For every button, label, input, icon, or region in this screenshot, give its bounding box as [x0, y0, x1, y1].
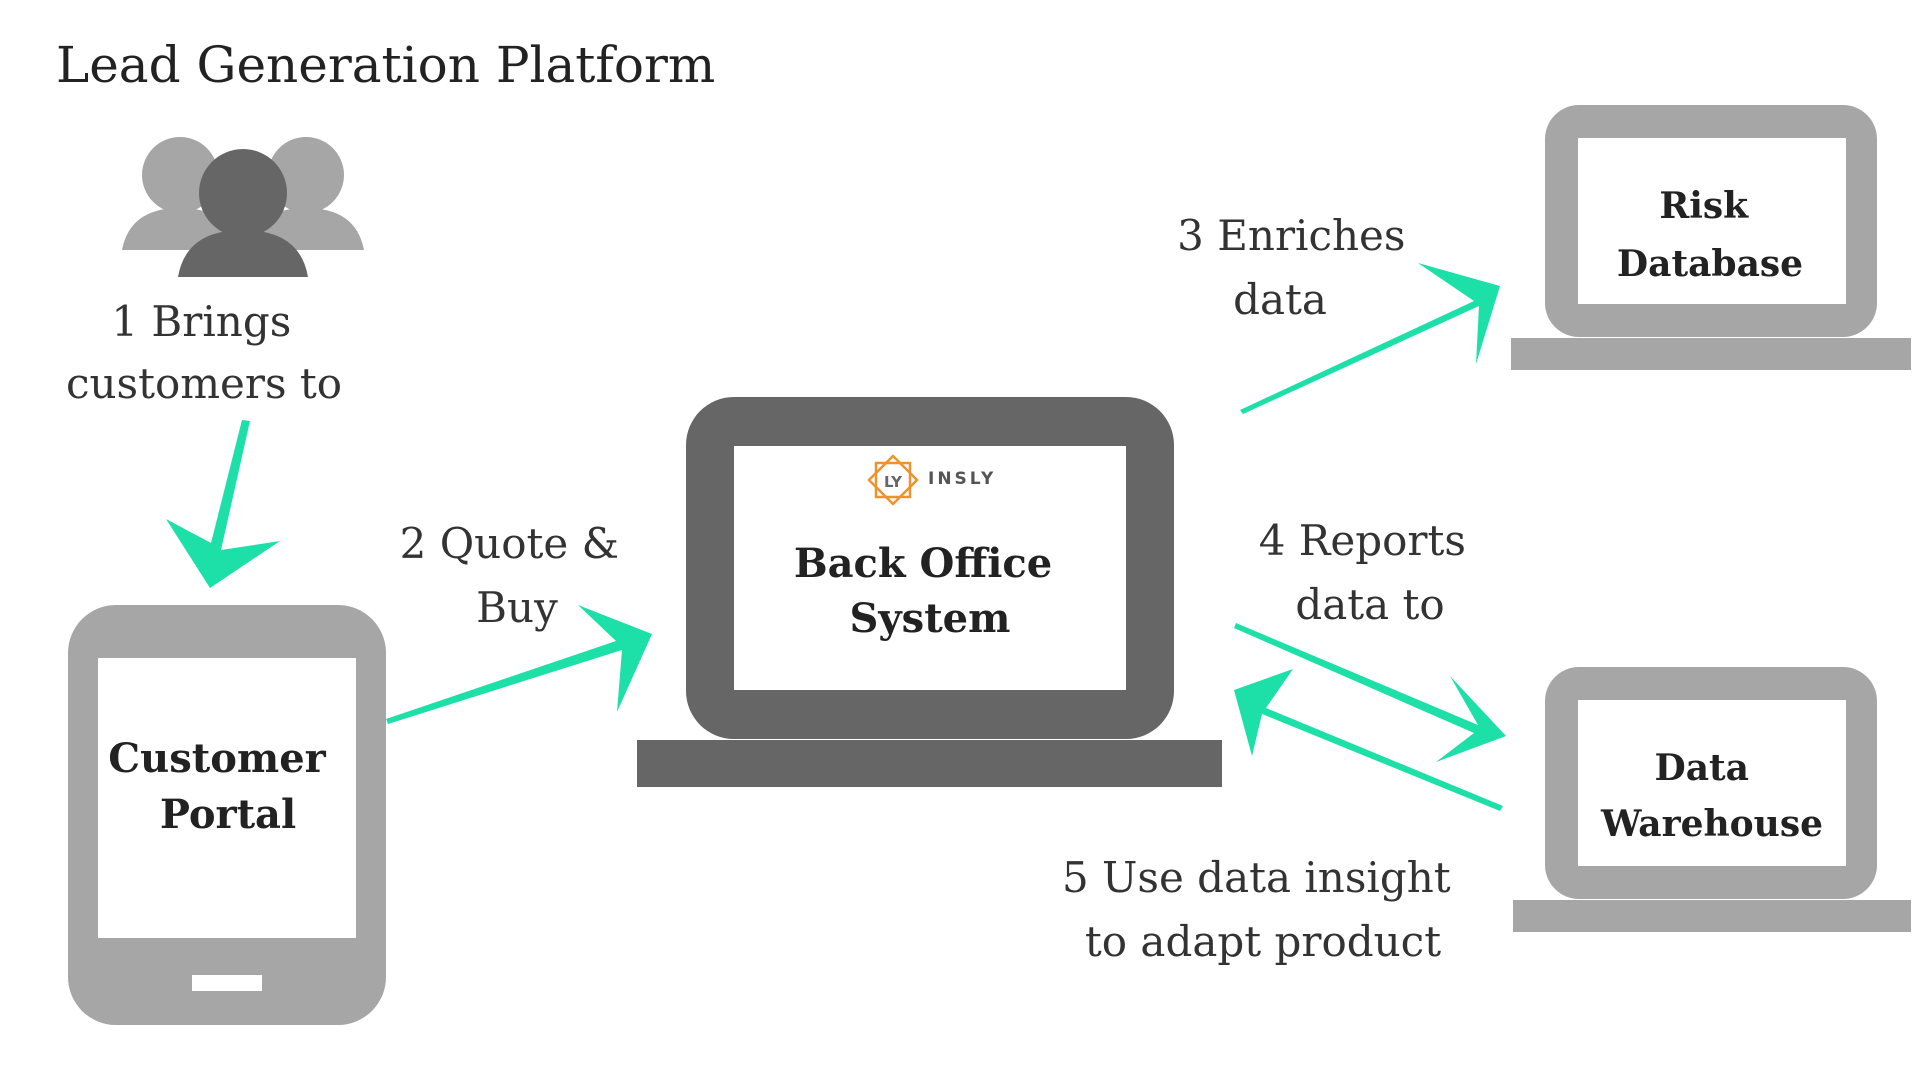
- laptop-icon: [1513, 667, 1911, 932]
- step-4-label: 4 Reports data to: [1259, 516, 1480, 629]
- data-warehouse-label: Data Warehouse: [1600, 747, 1823, 845]
- data-warehouse-line-1: Data: [1654, 747, 1749, 789]
- step-3-line-1: 3 Enriches: [1177, 211, 1405, 260]
- insly-logo-icon: LY: [867, 454, 919, 506]
- step-2-line-2: Buy: [476, 583, 558, 632]
- page-title: Lead Generation Platform: [56, 36, 715, 94]
- arrow-step-1: [166, 420, 280, 588]
- step-5-line-1: 5 Use data insight: [1062, 853, 1451, 902]
- step-5-label: 5 Use data insight to adapt product: [1062, 853, 1464, 966]
- step-1-line-1: 1 Brings: [111, 297, 291, 346]
- step-4-line-2: data to: [1295, 580, 1444, 629]
- customer-portal-label: Customer Portal: [108, 735, 339, 838]
- customer-portal-line-2: Portal: [160, 791, 296, 838]
- laptop-icon: [637, 397, 1222, 787]
- users-group-icon: [122, 137, 364, 277]
- step-2-label: 2 Quote & Buy: [400, 519, 633, 632]
- step-5-line-2: to adapt product: [1085, 917, 1441, 966]
- arrow-step-4: [1234, 623, 1506, 762]
- risk-database-label: Risk Database: [1617, 185, 1803, 285]
- risk-database-line-2: Database: [1617, 243, 1803, 285]
- insly-brand-text: INSLY: [928, 469, 996, 489]
- arrow-step-5: [1234, 669, 1503, 811]
- step-1-label: 1 Brings customers to: [66, 297, 342, 408]
- back-office-line-2: System: [850, 595, 1011, 642]
- svg-text:LY: LY: [884, 473, 903, 491]
- tablet-icon: [68, 605, 386, 1025]
- laptop-icon: [1511, 105, 1911, 370]
- step-2-line-1: 2 Quote &: [400, 519, 619, 568]
- risk-database-line-1: Risk: [1659, 185, 1749, 227]
- step-3-line-2: data: [1233, 275, 1327, 324]
- customer-portal-line-1: Customer: [108, 735, 326, 782]
- step-1-line-2: customers to: [66, 359, 342, 408]
- back-office-label: Back Office System: [794, 540, 1066, 642]
- step-3-label: 3 Enriches data: [1177, 211, 1419, 324]
- arrow-step-2: [386, 605, 652, 724]
- step-4-line-1: 4 Reports: [1259, 516, 1466, 565]
- back-office-line-1: Back Office: [794, 540, 1052, 587]
- data-warehouse-line-2: Warehouse: [1600, 803, 1823, 845]
- arrow-step-3: [1240, 263, 1500, 414]
